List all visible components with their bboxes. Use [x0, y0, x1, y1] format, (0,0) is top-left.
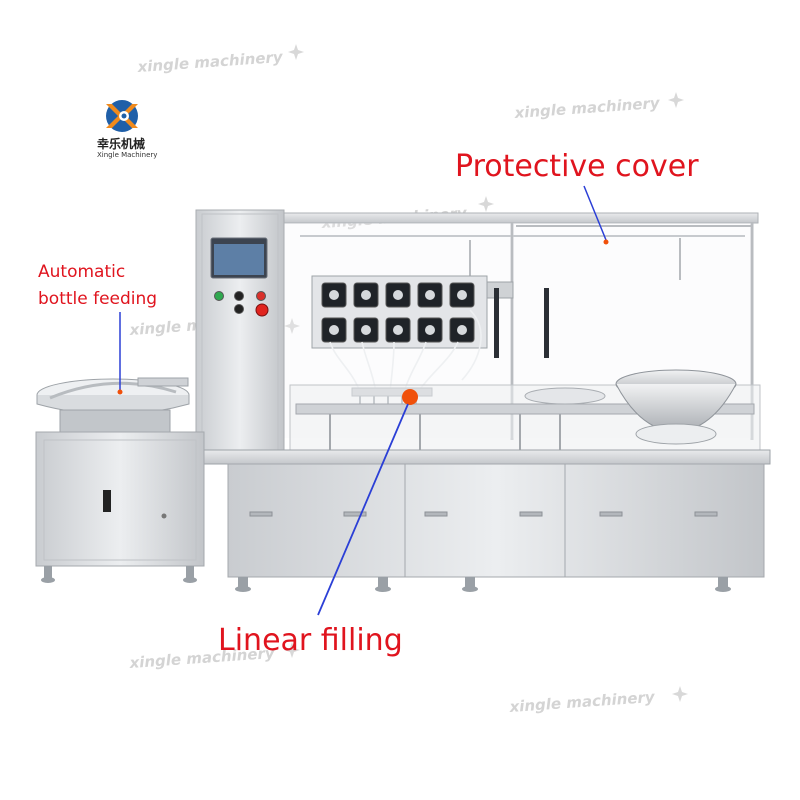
brand-logo: 幸乐机械 Xingle Machinery [97, 100, 157, 159]
watermark-7: xingle machinery [508, 688, 656, 716]
leader-line [317, 403, 409, 616]
callout-label-linear-filling: Linear filling [218, 623, 403, 658]
callout-label-protective-cover: Protective cover [455, 149, 699, 184]
button-black-icon [234, 304, 244, 314]
marker-dot [603, 239, 609, 245]
watermark-2: xingle machinery [513, 94, 661, 122]
button-black-icon [234, 291, 244, 301]
emergency-stop-icon [255, 303, 269, 317]
pump-array [311, 275, 549, 412]
base-cabinet [227, 463, 765, 592]
cabinet-lock-icon [103, 490, 111, 512]
logo-name-en: Xingle Machinery [97, 151, 157, 159]
leveling-feet [235, 577, 731, 592]
callout-linear-filling: Linear filling [218, 389, 418, 658]
bottle-feeding-turntable [35, 377, 205, 583]
callout-label-automatic: Automatic [38, 262, 125, 282]
cabinet-handle-icons [249, 511, 718, 517]
logo-icon [106, 100, 138, 132]
logo-name-cn: 幸乐机械 [97, 136, 145, 151]
button-red-icon [256, 291, 266, 301]
marker-dot [117, 389, 123, 395]
leader-line [583, 185, 607, 241]
marker-dot [402, 389, 418, 405]
callout-automatic-bottle-feeding: Automatic bottle feeding [38, 262, 157, 395]
watermark-1: xingle machinery [136, 48, 284, 76]
button-green-icon [214, 291, 224, 301]
callout-label-bottle-feeding: bottle feeding [38, 289, 157, 309]
control-column [195, 209, 285, 456]
callout-protective-cover: Protective cover [455, 149, 699, 245]
